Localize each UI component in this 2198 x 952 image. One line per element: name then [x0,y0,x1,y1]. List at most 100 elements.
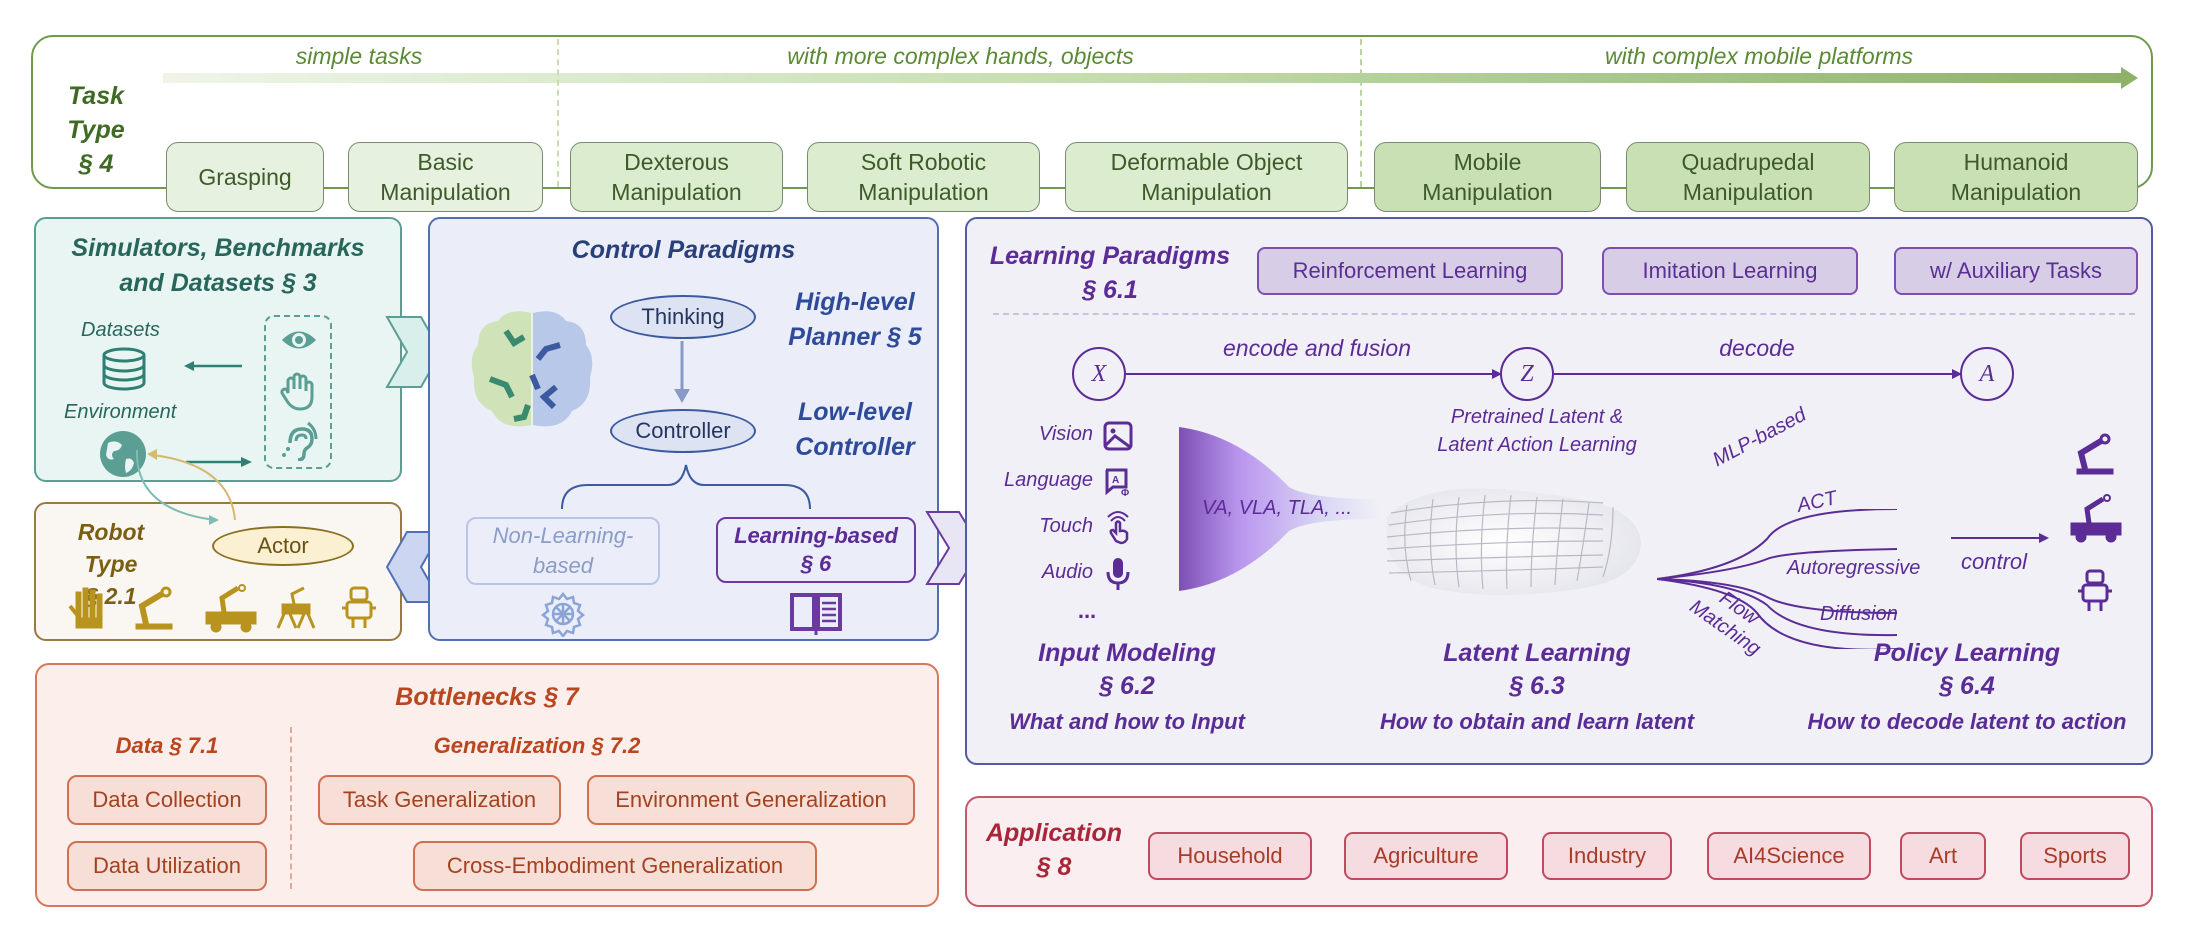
task-grasping[interactable]: Grasping [166,142,324,212]
policy-diffusion: Diffusion [1820,603,1898,625]
modality-label: Audio [1041,561,1093,583]
robot-type-panel: Robot Type § 2.1 Actor [34,502,402,641]
task-label: Manipulation [1422,179,1553,205]
task-label: Deformable Object [1110,149,1303,175]
down-arrow-icon [674,341,690,403]
humanoid-robot-icon [342,586,376,628]
task-mobile-manipulation[interactable]: Mobile Manipulation [1374,142,1601,212]
modality-label: Language [1004,469,1093,491]
task-basic-manipulation[interactable]: Basic Manipulation [348,142,543,212]
low-level-controller-label: Low-level Controller [770,395,940,465]
task-label: Manipulation [1141,179,1272,205]
section-title: Policy Learning [1873,639,2061,667]
app-household[interactable]: Household [1148,832,1312,880]
data-utilization[interactable]: Data Utilization [67,841,267,891]
datasets-label: Datasets [81,319,160,341]
policy-learning-section: Policy Learning § 6.4 How to decode late… [1777,639,2157,735]
stage-label-complex-hands: with more complex hands, objects [787,42,1134,69]
stage-divider [1360,39,1362,187]
environment-label: Environment [64,401,177,423]
application-heading: Application § 8 [979,816,1129,884]
simulators-title: and Datasets § 3 [119,269,317,297]
app-sports[interactable]: Sports [2020,832,2130,880]
low-level-line: Controller [795,433,915,461]
bottleneck-divider [290,727,292,889]
section-title: Input Modeling [1038,639,1216,667]
task-humanoid-manipulation[interactable]: Humanoid Manipulation [1894,142,2138,212]
thinking-node[interactable]: Thinking [610,295,756,339]
latent-label-line: Latent Action Learning [1437,434,1637,456]
task-quadrupedal-manipulation[interactable]: Quadrupedal Manipulation [1626,142,1870,212]
microphone-icon [1106,558,1130,590]
task-deformable-object-manipulation[interactable]: Deformable Object Manipulation [1065,142,1348,212]
modality-touch: Touch [987,511,1137,545]
stage-label-simple: simple tasks [295,42,423,69]
paradigm-auxiliary-tasks[interactable]: w/ Auxiliary Tasks [1894,247,2138,295]
task-label: Manipulation [380,179,511,205]
section-number: § 6.4 [1939,672,1995,700]
task-label: Humanoid [1963,149,2069,175]
globe-icon [100,431,146,477]
paradigm-reinforcement-learning[interactable]: Reinforcement Learning [1257,247,1563,295]
node-x: X [1072,347,1126,401]
gear-icon [540,591,586,637]
policy-mlp-based: MLP-based [1709,403,1810,472]
app-agriculture[interactable]: Agriculture [1344,832,1508,880]
robot-type-heading: Robot Type § 2.1 [50,516,172,612]
app-art[interactable]: Art [1900,832,1986,880]
latent-learning-section: Latent Learning § 6.3 How to obtain and … [1347,639,1727,735]
input-modeling-section: Input Modeling § 6.2 What and how to Inp… [977,639,1277,735]
ear-icon [282,421,318,461]
learning-paradigms-section: § 6.1 [1082,276,1138,304]
learning-paradigms-panel: Learning Paradigms § 6.1 Reinforcement L… [965,217,2153,765]
robot-arm-icon [2076,433,2114,475]
encode-label: encode and fusion [1223,334,1411,361]
robot-arm-icon [135,586,173,630]
curly-brace [561,464,811,510]
touch-icon [1107,511,1129,545]
learning-based-box[interactable]: Learning-based § 6 [716,517,916,583]
task-label: Soft Robotic [860,149,987,175]
generalization-subtitle: Generalization § 7.2 [433,733,641,758]
task-dexterous-manipulation[interactable]: Dexterous Manipulation [570,142,783,212]
stage-label-mobile: with complex mobile platforms [1604,42,1914,69]
non-learning-based-box[interactable]: Non-Learning- based [466,517,660,585]
low-level-line: Low-level [798,398,912,426]
environment-generalization[interactable]: Environment Generalization [587,775,915,825]
app-industry[interactable]: Industry [1542,832,1672,880]
task-label: Manipulation [858,179,989,205]
latent-label: Pretrained Latent & Latent Action Learni… [1387,403,1687,459]
eye-icon [282,331,316,349]
cross-embodiment-generalization[interactable]: Cross-Embodiment Generalization [413,841,817,891]
task-label: Manipulation [611,179,742,205]
modality-ellipsis: ... [1077,598,1097,623]
task-label: Quadrupedal [1681,149,1815,175]
mobile-manipulator-icon [205,584,257,633]
policy-autoregressive: Autoregressive [1787,557,1921,579]
sensors-group [264,315,332,469]
task-generalization[interactable]: Task Generalization [318,775,561,825]
control-label: control [1961,549,2028,574]
database-icon [102,347,146,391]
paradigm-imitation-learning[interactable]: Imitation Learning [1602,247,1858,295]
latent-manifold [1386,488,1641,595]
section-title: Latent Learning [1443,639,1631,667]
app-ai4science[interactable]: AI4Science [1707,832,1871,880]
modality-vision: Vision [987,419,1137,453]
control-arrow [1951,533,2049,543]
task-label: Mobile [1453,149,1522,175]
learning-based-line: Learning-based [734,523,898,548]
task-label: Grasping [198,164,292,190]
control-paradigms-panel: Control Paradigms Thinking Controller Hi… [428,217,939,641]
non-learning-line: Non-Learning- [492,523,634,548]
interaction-arrows [135,449,236,525]
simulators-title: Simulators, Benchmarks [71,234,365,262]
bottlenecks-title: Bottlenecks § 7 [395,682,579,711]
task-soft-robotic-manipulation[interactable]: Soft Robotic Manipulation [807,142,1040,212]
encoder-funnel [1179,427,1379,591]
modality-language: Language A Φ [987,465,1137,499]
actor-ellipse[interactable]: Actor [212,526,354,566]
robot-type-title: Robot Type [77,519,145,577]
controller-node[interactable]: Controller [610,409,756,453]
data-collection[interactable]: Data Collection [67,775,267,825]
